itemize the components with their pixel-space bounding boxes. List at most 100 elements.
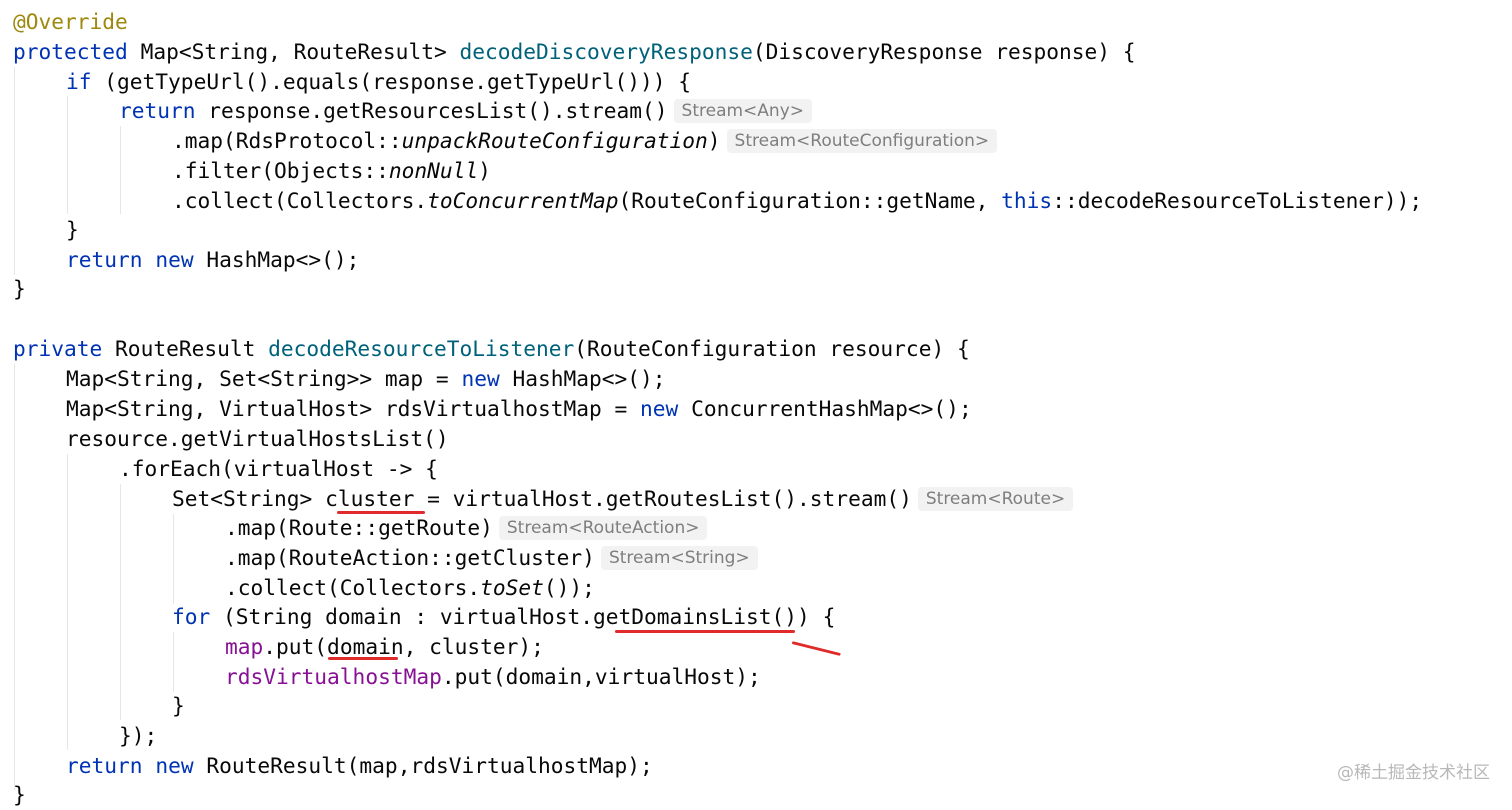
- indent-guide: [67, 454, 68, 750]
- code-token: (DiscoveryResponse response) {: [752, 39, 1136, 64]
- keyword: if: [66, 69, 92, 94]
- keyword: this: [1001, 188, 1053, 213]
- code-token: Set<String> cluster = virtualHost.getRou…: [172, 486, 912, 511]
- code-token: RouteResult: [102, 336, 269, 361]
- code-line-27[interactable]: }: [13, 780, 26, 810]
- code-line-24[interactable]: }: [13, 691, 185, 721]
- code-line-15[interactable]: resource.getVirtualHostsList(): [13, 424, 449, 454]
- code-token: (getTypeUrl().equals(response.getTypeUrl…: [91, 69, 692, 94]
- indent-guide: [120, 484, 121, 720]
- field-reference: map: [225, 634, 264, 659]
- static-method-ref: nonNull: [388, 158, 479, 183]
- type-hint: Stream<RouteAction>: [498, 516, 708, 540]
- code-line-2[interactable]: protected Map<String, RouteResult> decod…: [13, 37, 1136, 67]
- code-token: response.getResourcesList().stream(): [195, 98, 668, 123]
- code-line-13[interactable]: Map<String, Set<String>> map = new HashM…: [13, 364, 666, 394]
- code-line-19[interactable]: .map(RouteAction::getCluster)Stream<Stri…: [13, 543, 758, 573]
- code-token: ): [478, 158, 491, 183]
- keyword: new: [155, 753, 194, 778]
- indent-guide: [173, 632, 174, 692]
- indent-guide: [14, 364, 15, 790]
- override-annotation: @Override: [13, 9, 128, 34]
- code-line-3[interactable]: if (getTypeUrl().equals(response.getType…: [13, 67, 691, 97]
- code-line-18[interactable]: .map(Route::getRoute)Stream<RouteAction>: [13, 513, 708, 543]
- code-token: RouteResult(map,rdsVirtualhostMap);: [193, 753, 653, 778]
- code-line-26[interactable]: return new RouteResult(map,rdsVirtualhos…: [13, 751, 653, 781]
- code-line-5[interactable]: .map(RdsProtocol::unpackRouteConfigurati…: [13, 126, 998, 156]
- code-token: .collect(Collectors.: [225, 575, 481, 600]
- code-token: (RouteConfiguration::getName,: [618, 188, 1002, 213]
- code-line-4[interactable]: return response.getResourcesList().strea…: [13, 96, 812, 126]
- code-token: ());: [543, 575, 595, 600]
- code-line-25[interactable]: });: [13, 721, 157, 751]
- code-token: }: [172, 693, 185, 718]
- type-hint: Stream<RouteConfiguration>: [726, 129, 998, 153]
- code-token: .put(domain, cluster);: [263, 634, 544, 659]
- static-method-ref: unpackRouteConfiguration: [401, 128, 708, 153]
- indent-guide: [14, 67, 15, 275]
- red-underline-getdomainslist: [615, 630, 795, 633]
- code-token: (RouteConfiguration resource) {: [574, 336, 970, 361]
- red-underline-cluster: [337, 511, 425, 514]
- code-token: HashMap<>();: [193, 247, 360, 272]
- static-method-call: toConcurrentMap: [427, 188, 619, 213]
- keyword: protected: [13, 39, 128, 64]
- code-token: [143, 753, 156, 778]
- code-token: });: [119, 723, 158, 748]
- keyword: new: [640, 396, 679, 421]
- red-underline-domain: [328, 657, 398, 660]
- code-token: Map<String, RouteResult>: [127, 39, 460, 64]
- code-token: Map<String, Set<String>> map =: [66, 366, 462, 391]
- code-line-22[interactable]: map.put(domain, cluster);: [13, 632, 544, 662]
- code-token: Map<String, VirtualHost> rdsVirtualhostM…: [66, 396, 641, 421]
- code-token: .put(domain,virtualHost);: [441, 664, 761, 689]
- keyword: return: [66, 247, 143, 272]
- type-hint: Stream<Route>: [917, 487, 1074, 511]
- keyword: private: [13, 336, 103, 361]
- code-token: .map(Route::getRoute): [225, 515, 493, 540]
- static-method-call: toSet: [480, 575, 544, 600]
- code-token: ConcurrentHashMap<>();: [678, 396, 972, 421]
- code-token: .forEach(virtualHost -> {: [119, 456, 438, 481]
- code-token: resource.getVirtualHostsList(): [66, 426, 449, 451]
- keyword: new: [461, 366, 500, 391]
- keyword: new: [155, 247, 194, 272]
- code-token: ::decodeResourceToListener));: [1052, 188, 1423, 213]
- watermark: @稀土掘金技术社区: [1337, 763, 1490, 783]
- code-line-10[interactable]: }: [13, 274, 26, 304]
- red-underline-getdomainslist-tail: [791, 641, 841, 657]
- code-line-9[interactable]: return new HashMap<>();: [13, 245, 359, 275]
- keyword: return: [66, 753, 143, 778]
- code-line-8[interactable]: }: [13, 215, 79, 245]
- method-name: decodeDiscoveryResponse: [459, 39, 753, 64]
- indent-guide: [173, 514, 174, 604]
- code-token: .map(RdsProtocol::: [172, 128, 402, 153]
- code-line-7[interactable]: .collect(Collectors.toConcurrentMap(Rout…: [13, 186, 1422, 216]
- code-line-6[interactable]: .filter(Objects::nonNull): [13, 156, 491, 186]
- type-hint: Stream<String>: [600, 546, 758, 570]
- code-line-20[interactable]: .collect(Collectors.toSet());: [13, 573, 595, 603]
- keyword: for: [172, 604, 211, 629]
- code-token: }: [13, 276, 26, 301]
- code-token: [143, 247, 156, 272]
- code-line-1[interactable]: @Override: [13, 7, 128, 37]
- method-name: decodeResourceToListener: [268, 336, 575, 361]
- code-token: ): [707, 128, 721, 153]
- code-line-23[interactable]: rdsVirtualhostMap.put(domain,virtualHost…: [13, 662, 761, 692]
- code-token: .collect(Collectors.: [172, 188, 428, 213]
- code-token: .filter(Objects::: [172, 158, 389, 183]
- code-line-17[interactable]: Set<String> cluster = virtualHost.getRou…: [13, 484, 1074, 514]
- indent-guide: [67, 96, 68, 214]
- code-line-21[interactable]: for (String domain : virtualHost.getDoma…: [13, 602, 835, 632]
- code-line-16[interactable]: .forEach(virtualHost -> {: [13, 454, 438, 484]
- indent-guide: [120, 126, 121, 214]
- code-token: .map(RouteAction::getCluster): [225, 545, 595, 570]
- code-line-12[interactable]: private RouteResult decodeResourceToList…: [13, 334, 970, 364]
- code-token: HashMap<>();: [499, 366, 666, 391]
- keyword: return: [119, 98, 196, 123]
- code-line-14[interactable]: Map<String, VirtualHost> rdsVirtualhostM…: [13, 394, 972, 424]
- code-token: }: [13, 782, 26, 807]
- type-hint: Stream<Any>: [673, 99, 812, 123]
- code-token: }: [66, 217, 79, 242]
